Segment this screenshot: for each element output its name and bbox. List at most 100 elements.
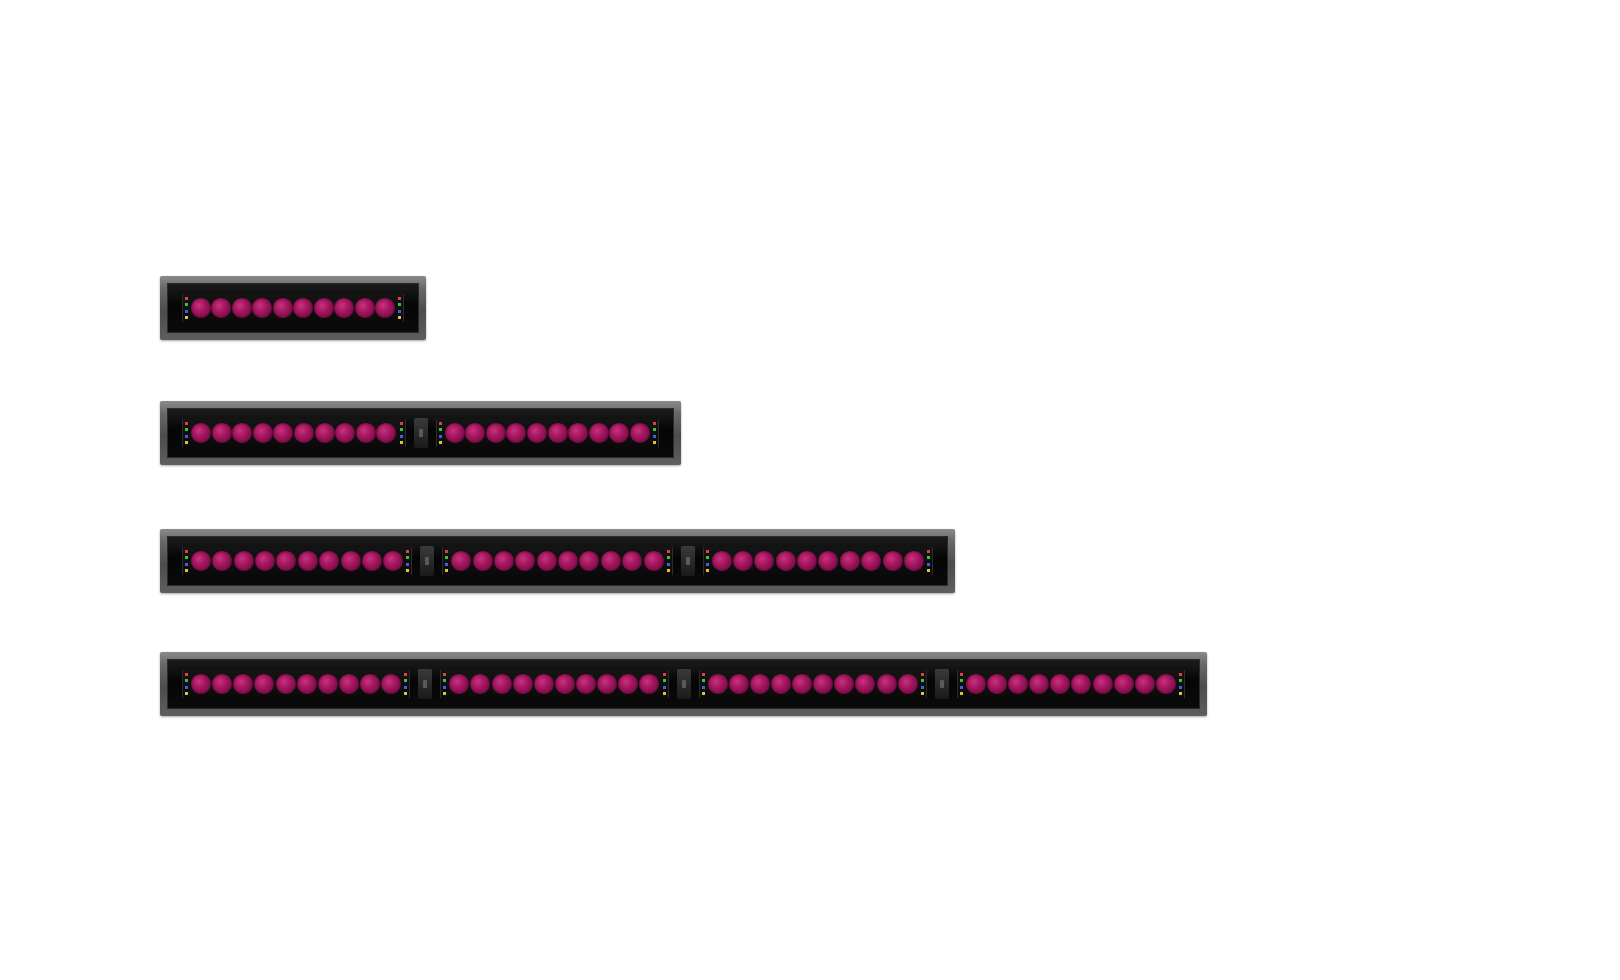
connector-pins <box>1179 673 1182 695</box>
module-joint <box>420 546 435 576</box>
led-lens <box>526 423 547 443</box>
led-lens <box>272 298 293 318</box>
module-joint <box>934 669 949 699</box>
led-module <box>442 547 673 575</box>
connector-pin <box>926 562 930 566</box>
led-lens <box>485 423 506 443</box>
connector-pin <box>185 550 188 553</box>
led-lens <box>317 674 338 694</box>
connector-pin <box>399 422 403 425</box>
connector-pins <box>185 297 188 319</box>
connector-pin <box>959 685 963 689</box>
connector-pin <box>662 673 666 676</box>
led-lens <box>1008 674 1028 694</box>
led-lens <box>494 551 515 571</box>
led-lens <box>711 551 732 571</box>
led-lens <box>728 674 749 694</box>
led-lens <box>293 298 314 318</box>
led-lens <box>211 423 232 443</box>
connector-pin <box>443 673 447 676</box>
connector-pin <box>399 434 403 438</box>
led-lens <box>876 674 897 694</box>
connector-pin <box>705 556 709 560</box>
led-module <box>702 547 933 575</box>
led-lens <box>252 298 273 318</box>
connector-pin <box>399 440 403 444</box>
connector-pins <box>185 550 188 572</box>
connector-pin <box>185 315 188 319</box>
connector-pin <box>185 685 188 689</box>
led-lens <box>547 423 568 443</box>
connector-pin <box>1179 679 1182 683</box>
led-lens <box>294 423 315 443</box>
connector-pin <box>438 428 442 432</box>
connector-pin <box>185 691 188 695</box>
module-joint <box>413 418 428 448</box>
connector-pin <box>404 691 408 695</box>
led-lens <box>554 674 575 694</box>
connector-pin <box>666 562 670 566</box>
led-lens <box>449 674 470 694</box>
led-lens <box>231 298 252 318</box>
connector-pins <box>926 550 930 572</box>
connector-pins <box>406 550 410 572</box>
led-lens <box>770 674 791 694</box>
connector-pin <box>406 556 410 560</box>
led-lens <box>465 423 486 443</box>
connector-pin <box>404 685 408 689</box>
connector-pin <box>185 556 188 560</box>
led-lens <box>472 551 493 571</box>
connector-pins <box>666 550 670 572</box>
connector-pins <box>653 422 656 444</box>
connector-pin <box>653 434 656 438</box>
led-lens <box>191 298 211 318</box>
led-lens <box>533 674 554 694</box>
led-lens <box>319 551 340 571</box>
led-lens <box>818 551 839 571</box>
connector-pin <box>185 422 188 425</box>
led-lens <box>191 551 211 571</box>
led-lens <box>276 551 297 571</box>
connector-pin <box>1179 673 1182 676</box>
led-lens <box>354 298 375 318</box>
led-lens <box>273 423 294 443</box>
led-lens <box>707 674 728 694</box>
connector-pin <box>701 679 705 683</box>
connector-pin <box>398 315 401 319</box>
connector-pin <box>653 428 656 432</box>
led-lens <box>212 674 233 694</box>
fixture-recess <box>167 536 948 586</box>
connector-pin <box>701 685 705 689</box>
connector-pins <box>438 422 442 444</box>
led-lens <box>252 423 273 443</box>
connector-pin <box>920 673 924 676</box>
led-lens <box>600 551 621 571</box>
connector-pin <box>1179 691 1182 695</box>
connector-pin <box>653 422 656 425</box>
connector-pins <box>398 297 401 319</box>
module-joint <box>418 669 433 699</box>
connector-pin <box>705 562 709 566</box>
connector-pin <box>443 685 447 689</box>
connector-pin <box>959 691 963 695</box>
led-lens <box>297 551 318 571</box>
led-lens <box>232 423 253 443</box>
led-lens <box>275 674 296 694</box>
connector-pin <box>926 568 930 572</box>
led-lens <box>797 551 818 571</box>
connector-pin <box>959 673 963 676</box>
connector-pin <box>445 550 449 553</box>
led-lens <box>211 298 232 318</box>
led-lens <box>1092 674 1113 694</box>
led-lens <box>374 298 395 318</box>
connector-pin <box>445 562 449 566</box>
connector-pin <box>406 568 410 572</box>
connector-pin <box>920 685 924 689</box>
connector-pins <box>662 673 666 695</box>
connector-pins <box>399 422 403 444</box>
led-module <box>182 294 404 322</box>
led-lens <box>597 674 618 694</box>
connector-pin <box>920 691 924 695</box>
connector-pin <box>443 679 447 683</box>
